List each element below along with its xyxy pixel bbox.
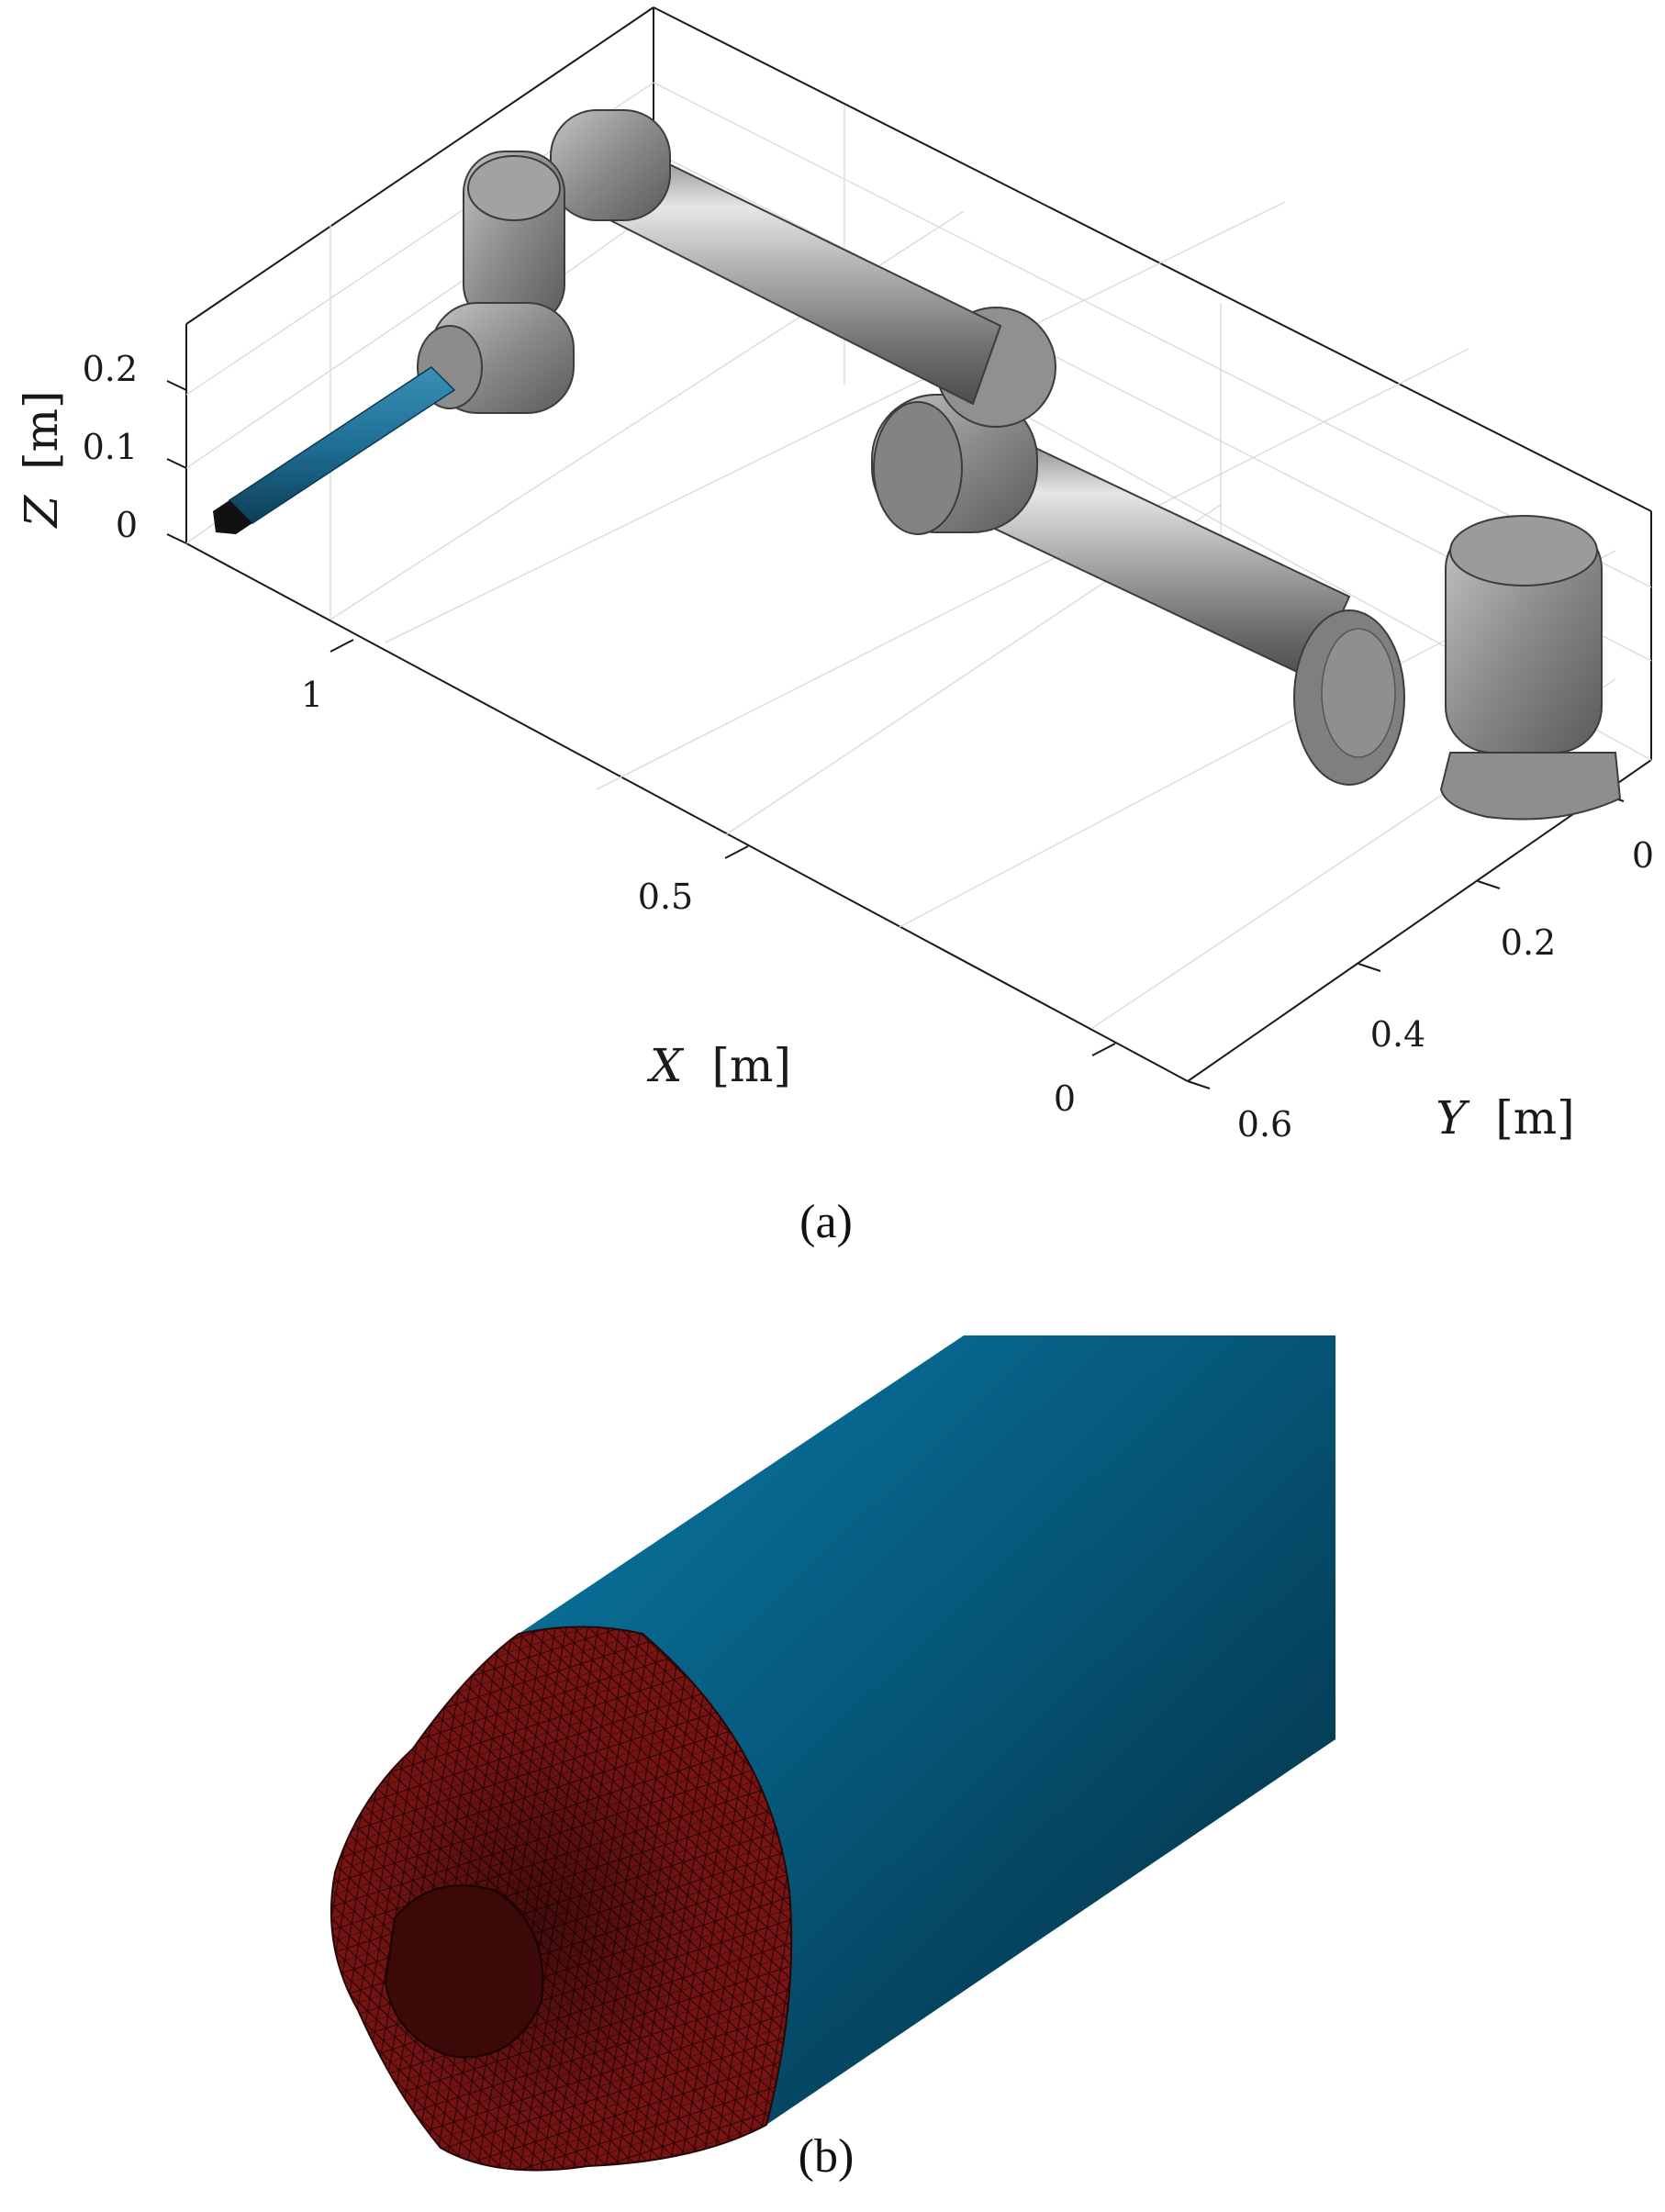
z-axis-var: Z	[15, 495, 68, 530]
tool-body	[519, 1335, 1335, 2125]
robot-3d-plot: 0.2 0.1 0 1 0.5 0 0 0.2 0.4 0.6 Z [m] X …	[15, 6, 1654, 1248]
tool-shaft	[228, 366, 456, 524]
y-axis-var: Y	[1436, 1091, 1469, 1145]
z-axis-unit: [m]	[15, 390, 68, 469]
caption-b: (b)	[799, 2130, 855, 2183]
y-axis-unit: [m]	[1495, 1091, 1574, 1145]
y-tick-label: 0.4	[1370, 1014, 1425, 1055]
robot-base	[1439, 752, 1622, 821]
figure-a: 0.2 0.1 0 1 0.5 0 0 0.2 0.4 0.6 Z [m] X …	[15, 6, 1654, 1248]
meshed-tip	[330, 1625, 793, 2172]
x-tick-label: 0.5	[638, 877, 693, 917]
x-tick-label: 0	[1054, 1078, 1076, 1119]
grid-lines	[185, 82, 1652, 1029]
x-tick-label: 1	[301, 675, 323, 715]
robot-arm	[213, 109, 1622, 821]
tool-tip-closeup: (b)	[330, 1335, 1335, 2183]
caption-a: (a)	[799, 1196, 853, 1248]
z-tick-label: 0	[116, 505, 138, 545]
tip-opening	[384, 1884, 544, 2059]
x-axis-var: X	[646, 1039, 685, 1092]
y-tick-label: 0.2	[1501, 922, 1556, 963]
y-tick-label: 0	[1632, 835, 1654, 876]
tool-tip	[213, 500, 252, 534]
x-axis-label: X [m]	[646, 1039, 791, 1092]
y-axis-label: Y [m]	[1436, 1091, 1574, 1145]
y-tick-label: 0.6	[1237, 1104, 1292, 1145]
z-tick-label: 0.1	[83, 427, 138, 467]
z-axis-label: Z [m]	[15, 390, 68, 529]
figure-b: (b)	[0, 1285, 1665, 2208]
wrist-joint-1	[550, 109, 671, 221]
z-tick-label: 0.2	[83, 349, 138, 389]
plot-box	[185, 6, 1652, 1082]
x-axis-unit: [m]	[712, 1039, 791, 1092]
